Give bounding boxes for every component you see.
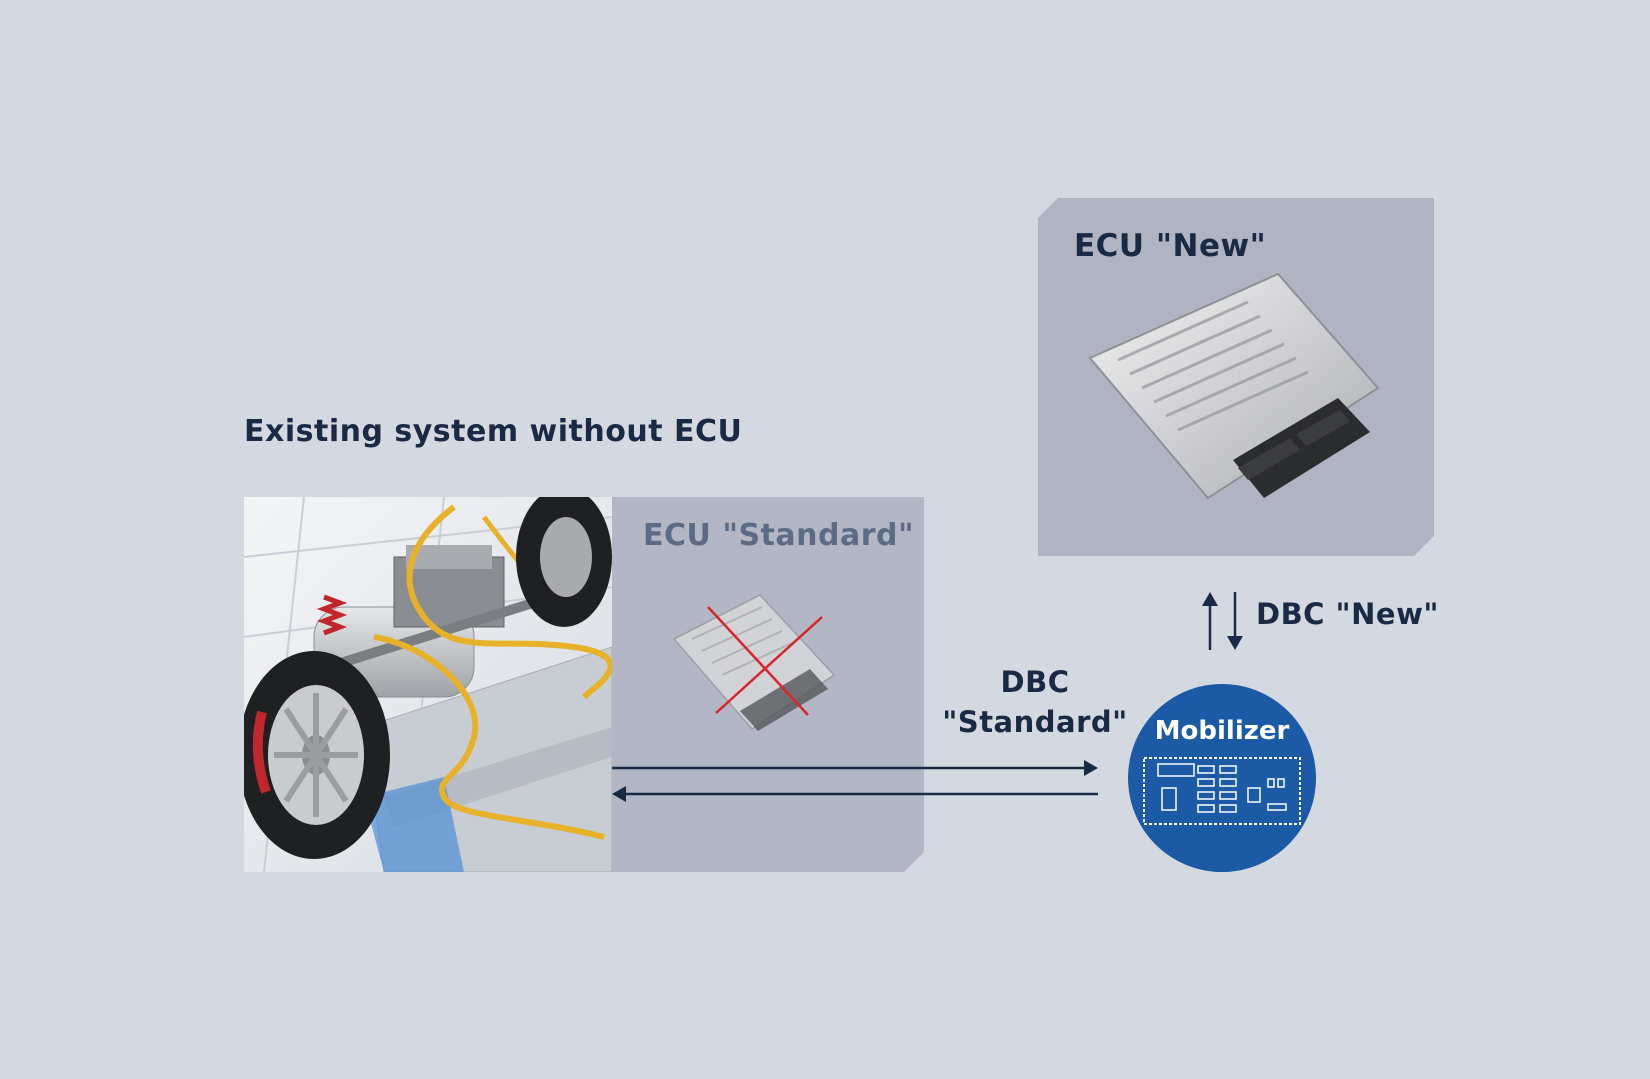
arrow-up-icon [1202,592,1218,606]
dbc-standard-line2: "Standard" [942,705,1128,739]
vehicle-chassis-image [244,497,612,872]
mobilizer-device-icon [1143,757,1301,825]
dbc-standard-line1: DBC [1000,665,1070,699]
arrow-right-icon [1084,760,1098,776]
dbc-standard-label: DBC "Standard" [935,662,1135,742]
mobilizer-label: Mobilizer [1154,716,1290,746]
existing-system-title: Existing system without ECU [244,414,743,449]
dbc-standard-arrows [612,760,1098,802]
dbc-new-arrows [1202,592,1243,650]
ecu-standard-panel [612,497,924,872]
arrow-down-icon [1227,636,1243,650]
ecu-standard-label: ECU "Standard" [643,518,915,553]
ecu-module-crossed-icon [612,497,924,872]
ecu-new-label: ECU "New" [1074,228,1267,264]
dbc-new-label: DBC "New" [1256,597,1440,631]
ecu-new-panel [1038,198,1434,556]
mobilizer-circle [1128,684,1316,872]
vehicle-chassis-icon [244,497,612,872]
ecu-module-icon [1038,198,1434,556]
arrow-left-icon [612,786,626,802]
